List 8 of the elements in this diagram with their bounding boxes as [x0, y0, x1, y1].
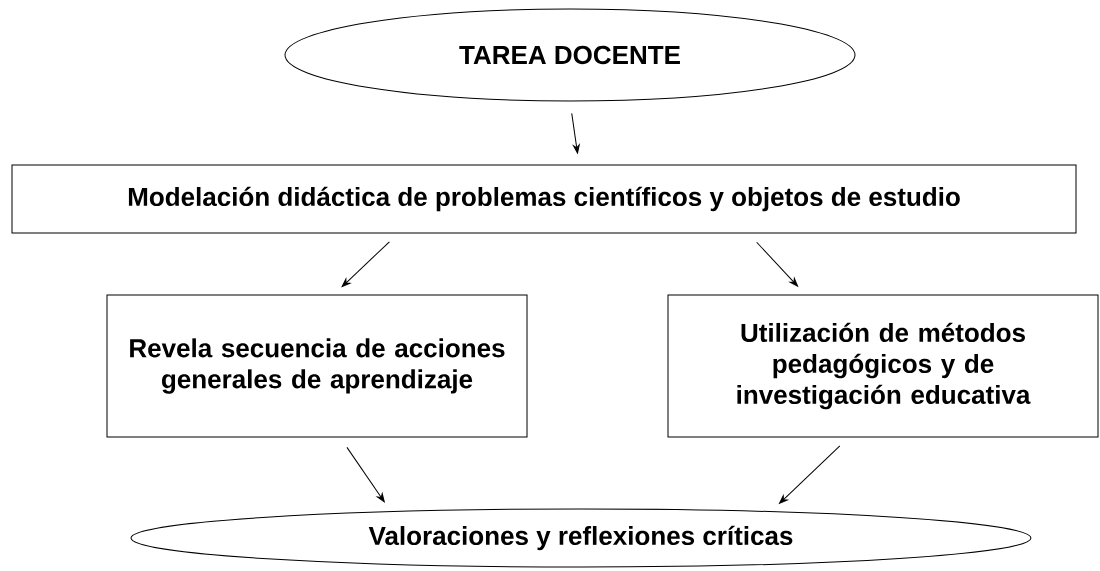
arrow	[341, 241, 390, 288]
process-box: Modelación didáctica de problemas científicos y objetos de estudio	[11, 164, 1077, 234]
arrow	[571, 112, 580, 154]
arrow	[756, 241, 799, 287]
process-box: Utilización de métodos pedagógicos y de investigación educativa	[667, 294, 1099, 438]
process-box: Revela secuencia de acciones generales de aprendizaje	[106, 294, 528, 438]
arrow	[346, 446, 385, 503]
arrow	[779, 445, 841, 504]
